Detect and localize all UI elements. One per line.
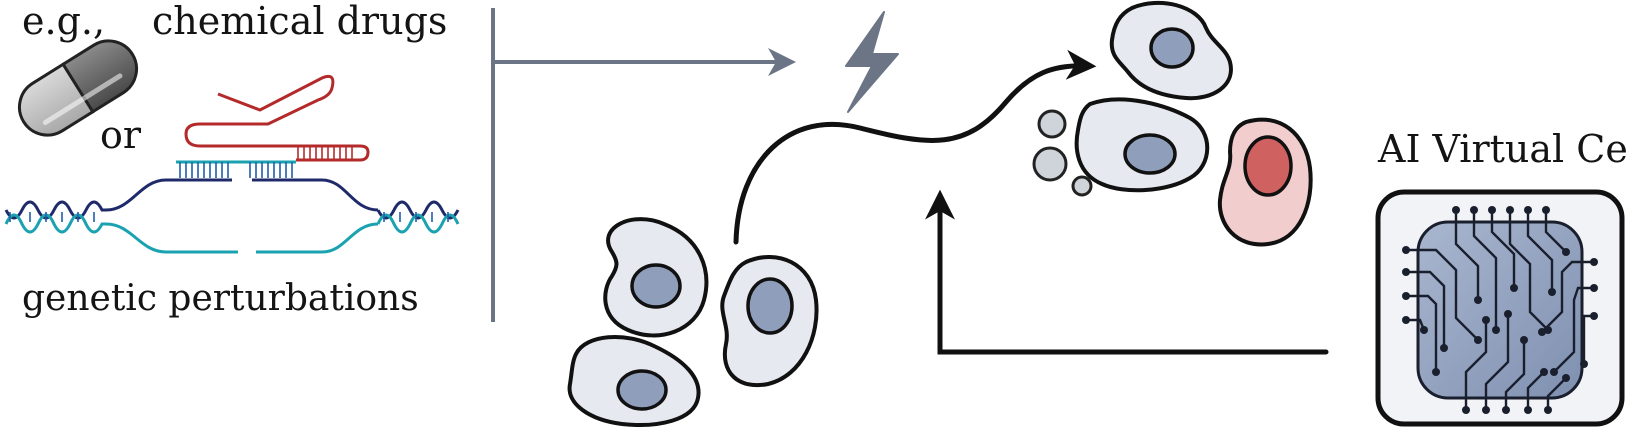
- genetic-perturbations-label: genetic perturbations: [22, 278, 419, 319]
- ai-chip-icon: [1375, 189, 1625, 427]
- lightning-bolt-icon: [845, 11, 899, 113]
- chemical-drugs-label: chemical drugs: [152, 0, 447, 43]
- cell: [1074, 97, 1210, 193]
- cell: [1109, 0, 1233, 101]
- or-label: or: [100, 113, 142, 157]
- pill-capsule-icon: [18, 39, 138, 137]
- apoptotic-debris: [1037, 109, 1067, 139]
- perturbed-cell-group: [1032, 0, 1313, 247]
- cell: [720, 255, 819, 388]
- ai-virtual-cell-label: AI Virtual Cell: [1377, 127, 1627, 171]
- eg-label: e.g.,: [22, 0, 105, 43]
- prediction-arrow: [925, 189, 1329, 355]
- unperturbed-cell-group: [567, 217, 819, 427]
- apoptotic-debris: [1071, 175, 1093, 197]
- crispr-guide-rna-icon: [184, 74, 370, 162]
- cell-perturbed: [1217, 117, 1313, 247]
- cell: [567, 335, 701, 427]
- dna-double-helix-icon: [4, 160, 460, 254]
- response-arrow: [733, 49, 1097, 245]
- cell: [603, 217, 709, 338]
- apoptotic-debris: [1032, 146, 1068, 182]
